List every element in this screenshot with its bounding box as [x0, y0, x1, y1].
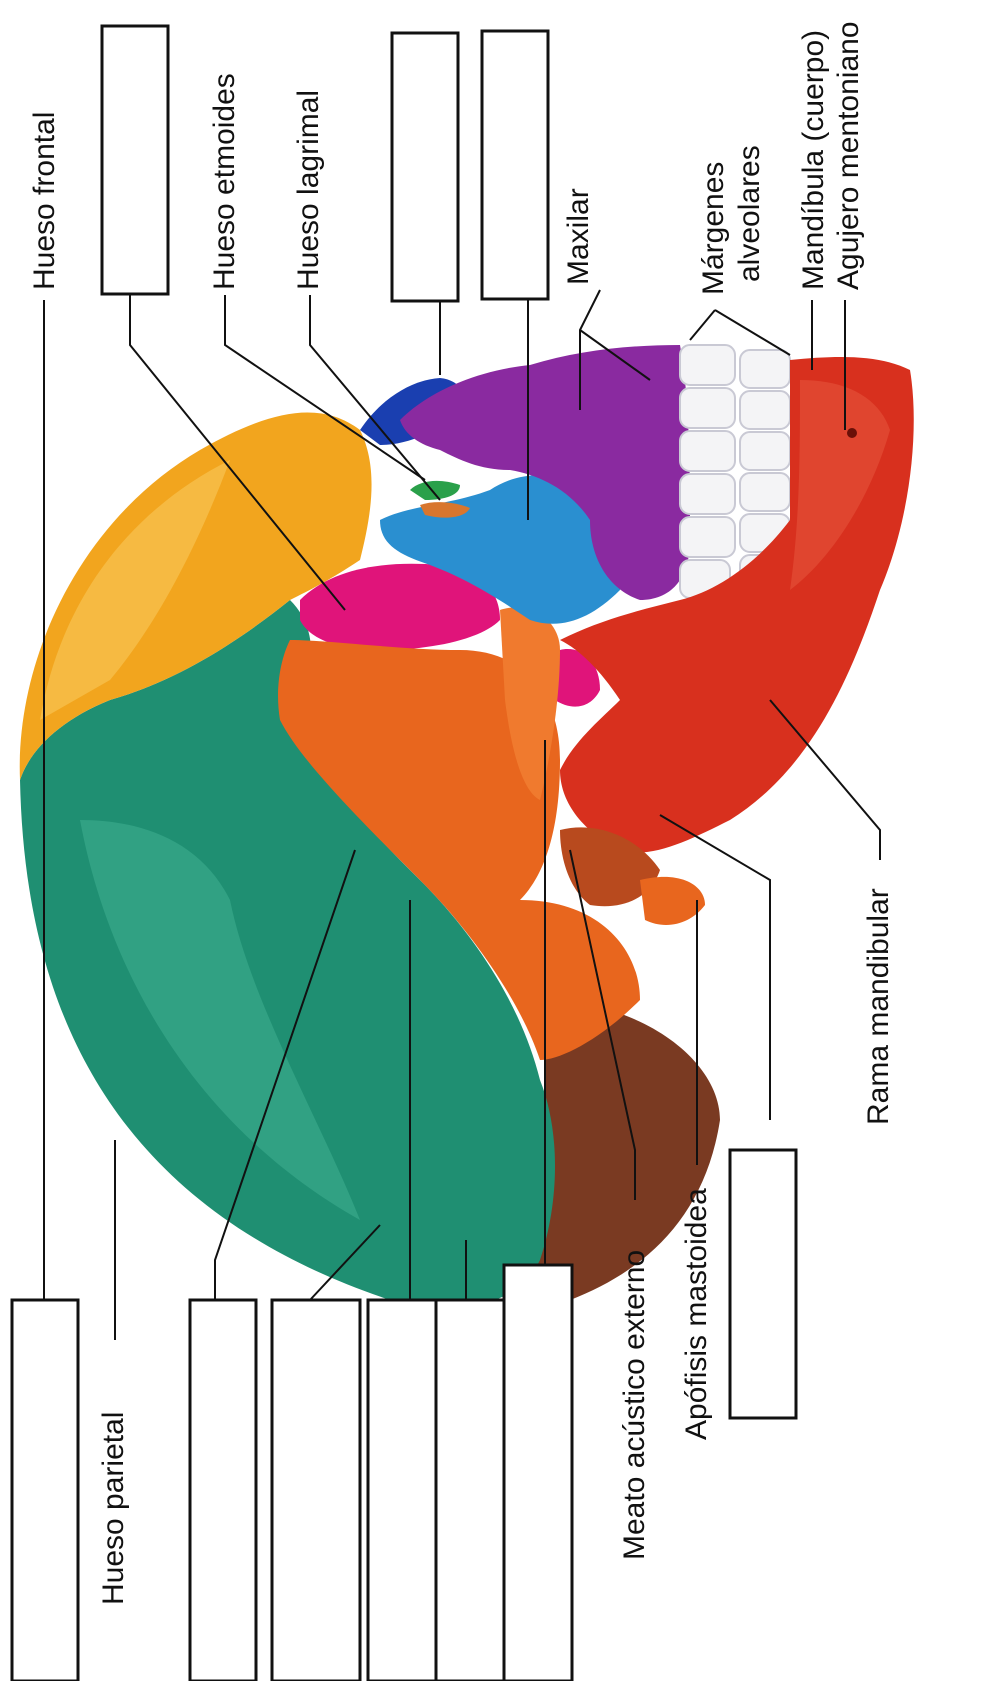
blank-box	[190, 1300, 256, 1681]
blank-box	[392, 33, 458, 301]
label-apofisis-mastoidea: Apófisis mastoidea	[680, 1188, 713, 1440]
blank-box	[482, 31, 548, 299]
label-margenes: Márgenes	[697, 162, 730, 295]
ethmoid-bone	[410, 481, 460, 500]
label-meato-acustico-externo: Meato acústico externo	[618, 1250, 651, 1560]
blank-box	[730, 1150, 796, 1418]
label-hueso-lagrimal: Hueso lagrimal	[292, 90, 325, 290]
label-mandibula-cuerpo: Mandíbula (cuerpo)	[797, 30, 830, 290]
label-maxilar: Maxilar	[562, 188, 595, 285]
label-hueso-frontal: Hueso frontal	[28, 112, 61, 290]
label-hueso-etmoides: Hueso etmoides	[208, 73, 241, 290]
label-alveolares: alveolares	[733, 145, 766, 282]
blank-box	[12, 1300, 78, 1681]
label-agujero-mentoniano: Agujero mentoniano	[832, 21, 865, 290]
label-rama-mandibular: Rama mandibular	[862, 888, 895, 1125]
blank-box	[272, 1300, 360, 1681]
blank-box	[504, 1265, 572, 1681]
label-hueso-parietal: Hueso parietal	[97, 1412, 130, 1605]
mental-foramen	[847, 428, 857, 438]
mastoid-process	[640, 877, 705, 925]
blank-box	[102, 26, 168, 294]
blank-box	[368, 1300, 436, 1681]
blank-box	[436, 1300, 504, 1681]
